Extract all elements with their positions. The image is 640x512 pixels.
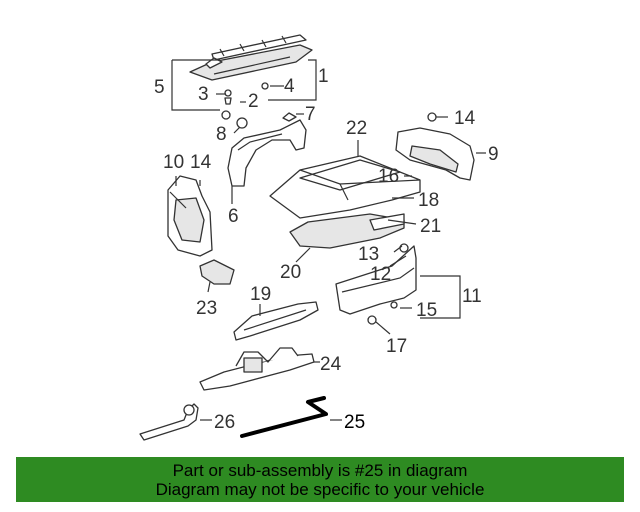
right-trim-part bbox=[395, 127, 475, 181]
callout-9: 9 bbox=[488, 144, 499, 165]
callout-25: 25 bbox=[344, 412, 365, 433]
parts-diagram: 1 2 3 4 5 6 7 8 9 10 11 12 13 14 14 15 1… bbox=[139, 34, 499, 441]
callout-7: 7 bbox=[305, 104, 316, 125]
callout-24: 24 bbox=[320, 354, 342, 375]
callout-5: 5 bbox=[154, 77, 165, 98]
part-25-rod bbox=[240, 396, 328, 438]
package-tray-part bbox=[189, 34, 313, 81]
jack-handle-part bbox=[139, 403, 199, 441]
callout-10: 10 bbox=[163, 152, 184, 173]
callout-17: 17 bbox=[386, 336, 407, 357]
banner-line-1: Part or sub-assembly is #25 in diagram bbox=[172, 461, 468, 480]
callout-23: 23 bbox=[196, 298, 217, 319]
callout-6: 6 bbox=[228, 206, 239, 227]
callout-2: 2 bbox=[248, 91, 259, 112]
callout-13: 13 bbox=[358, 244, 379, 265]
side-trim-part bbox=[227, 119, 307, 187]
callout-15: 15 bbox=[416, 300, 437, 321]
floor-board-part bbox=[289, 213, 405, 249]
callout-14b: 14 bbox=[454, 108, 476, 129]
left-trim-part bbox=[167, 175, 213, 257]
callout-19: 19 bbox=[250, 284, 271, 305]
callout-14a: 14 bbox=[190, 152, 212, 173]
callout-8: 8 bbox=[216, 124, 227, 145]
jack-holder-part bbox=[233, 301, 319, 341]
jack-part bbox=[199, 347, 315, 391]
part-notice-banner: Part or sub-assembly is #25 in diagram D… bbox=[16, 457, 624, 502]
callout-16: 16 bbox=[378, 166, 399, 187]
rear-trim-part bbox=[335, 243, 417, 325]
callout-11: 11 bbox=[462, 286, 482, 307]
callout-21: 21 bbox=[420, 216, 441, 237]
callout-4: 4 bbox=[284, 76, 295, 97]
leader-lines bbox=[171, 59, 486, 421]
tray-part bbox=[199, 259, 235, 285]
callout-18: 18 bbox=[418, 190, 439, 211]
clip-parts bbox=[221, 82, 297, 129]
callout-12: 12 bbox=[370, 264, 391, 285]
trunk-mat-part bbox=[269, 155, 421, 219]
callout-22: 22 bbox=[346, 118, 367, 139]
callout-3: 3 bbox=[198, 84, 209, 105]
banner-line-2: Diagram may not be specific to your vehi… bbox=[155, 480, 485, 499]
callout-20: 20 bbox=[280, 262, 301, 283]
callout-1: 1 bbox=[318, 66, 329, 87]
callout-26: 26 bbox=[214, 412, 235, 433]
